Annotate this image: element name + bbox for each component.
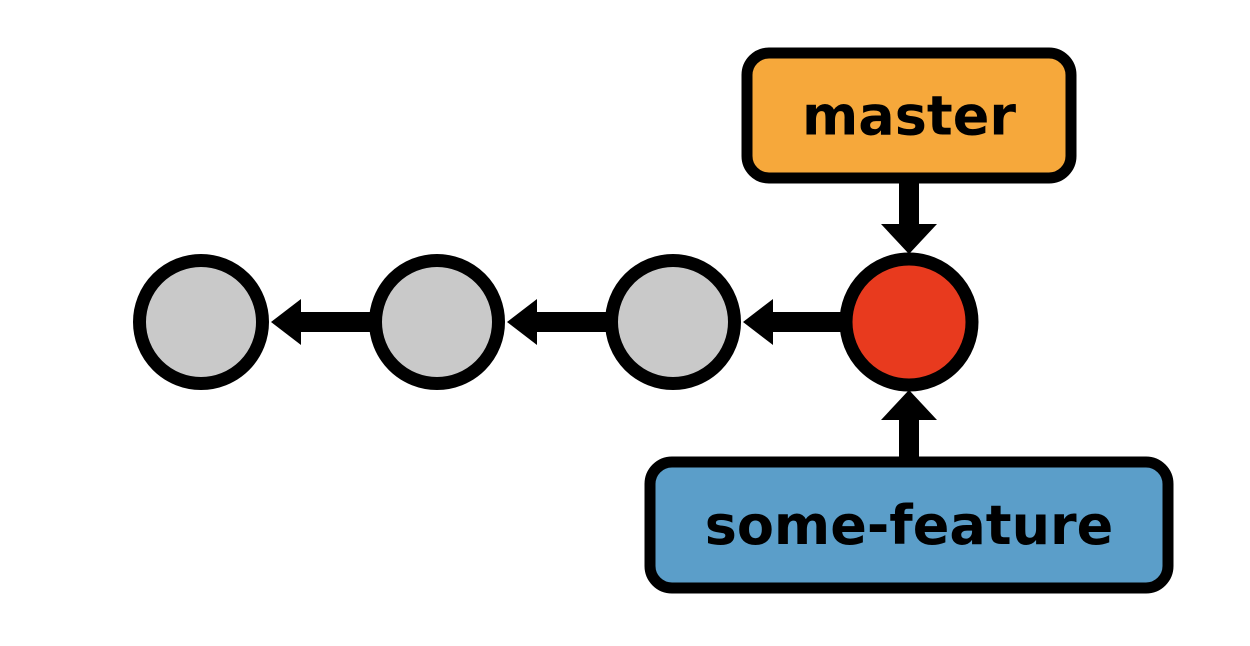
parent-arrow-head	[743, 299, 773, 345]
commit-node	[605, 254, 741, 390]
commit-node	[133, 254, 269, 390]
branch-label-text-master: master	[802, 85, 1016, 148]
commit-node	[369, 254, 505, 390]
head-commit-node	[839, 252, 979, 392]
parent-arrow-head	[507, 299, 537, 345]
branch-pointer-head	[881, 224, 937, 254]
parent-arrow-head	[271, 299, 301, 345]
branch-pointer-head	[881, 390, 937, 420]
branch-label-text-some-feature: some-feature	[705, 494, 1114, 557]
